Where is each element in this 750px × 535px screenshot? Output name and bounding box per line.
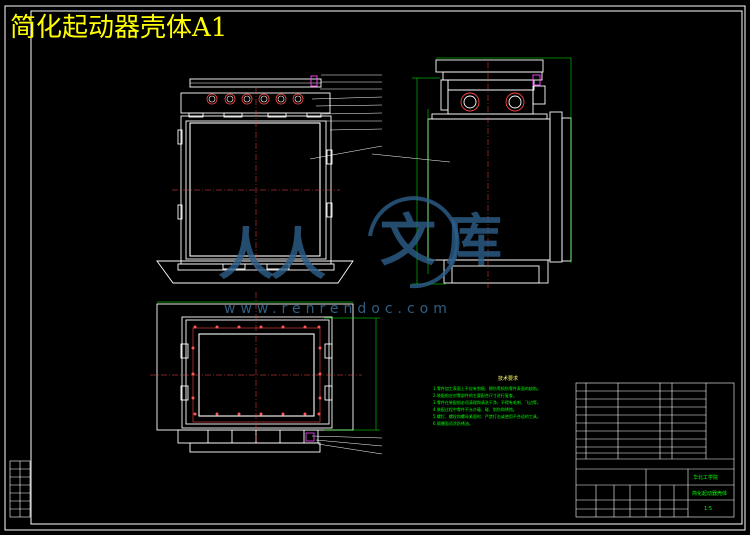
technical-requirements: 技术要求 1.零件加工表面上不应有划痕、擦伤等损伤零件表面的缺陷。 2.装配前应… [433, 376, 583, 427]
plan-view-bolts [191, 325, 322, 416]
technical-requirement-line: 3.零件在装配前必须清理和清洗干净，不得有毛刺、飞边等。 [433, 400, 541, 405]
technical-requirements-title: 技术要求 [497, 376, 518, 382]
watermark-char: 库 [446, 209, 502, 274]
plan-view-pin [305, 432, 315, 442]
technical-requirement-line: 2.装配前应对零部件的主要配合尺寸进行复查。 [433, 393, 517, 398]
drawing-title: 简化起动器壳体A1 [10, 13, 228, 43]
plan-view [156, 303, 354, 453]
front-view-leaders [309, 74, 451, 163]
watermark-char: 人 [270, 223, 326, 288]
technical-requirement-line: 6.隔爆面须涂防锈油。 [433, 421, 473, 426]
watermark-url: www.renrendoc.com [224, 301, 452, 317]
title-block [575, 382, 735, 518]
inner-border [30, 10, 743, 525]
watermark-char: 人 [218, 223, 274, 288]
technical-requirement-line: 4.装配过程中零件不允许磕、碰、划伤和锈蚀。 [433, 407, 517, 412]
plan-view-dims [157, 301, 380, 431]
technical-requirement-line: 5.螺钉、螺栓和螺母紧固时，严禁打击或使用不合适的工具。 [433, 414, 541, 419]
title-block-school: 华北工学院 [693, 475, 719, 481]
center-lines [150, 62, 489, 445]
title-block-drawing-name: 简化起动器壳体 [692, 491, 728, 497]
revision-strip [9, 460, 31, 518]
watermark-char: 文 [380, 209, 436, 274]
title-block-scale: 1:5 [704, 506, 713, 512]
outer-border [4, 5, 746, 531]
plan-view-leaders [311, 435, 383, 455]
technical-requirement-line: 1.零件加工表面上不应有划痕、擦伤等损伤零件表面的缺陷。 [433, 386, 541, 391]
watermark-logo [368, 196, 460, 289]
